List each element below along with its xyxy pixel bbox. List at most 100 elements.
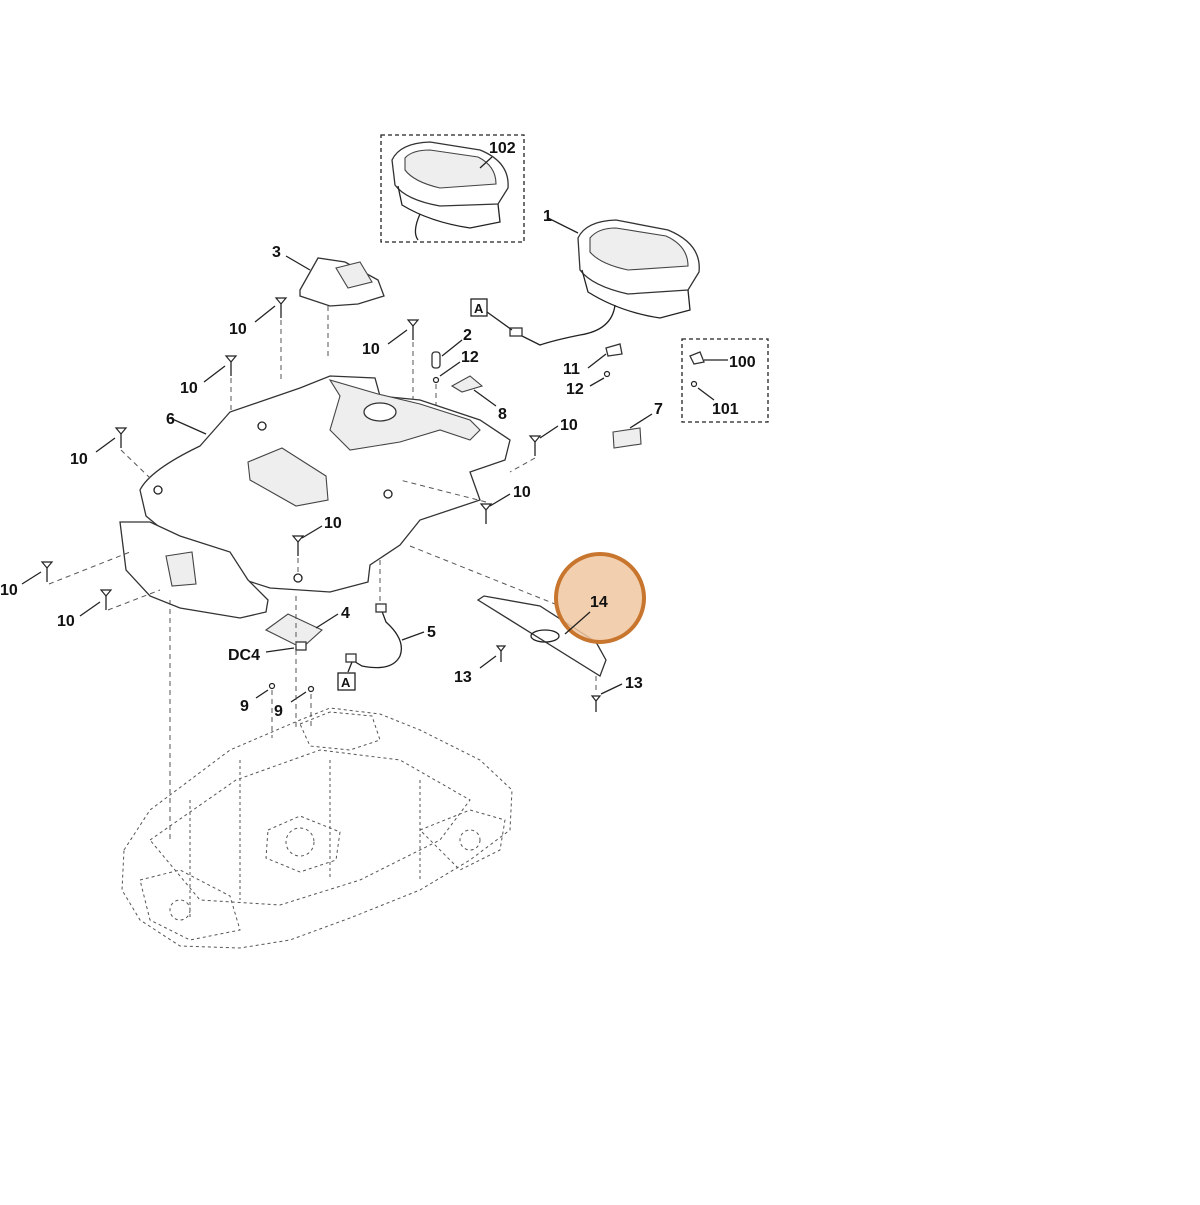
- highlight-circle-14[interactable]: [554, 552, 646, 644]
- part-1-group[interactable]: 1: [509, 208, 700, 346]
- part-11-leader: [587, 353, 607, 369]
- label-10e: 10: [560, 417, 578, 434]
- screw-10-d-head: [114, 427, 128, 435]
- part-7-label-tag: [612, 427, 642, 449]
- screw-10-i[interactable]: 10: [57, 589, 161, 630]
- part-5-cable: [351, 605, 403, 669]
- label-10f: 10: [513, 484, 531, 501]
- label-3: 3: [272, 244, 281, 261]
- part-3-bracket: [299, 257, 385, 307]
- part-8-group[interactable]: 8: [450, 375, 507, 423]
- screw-10-i-head: [99, 589, 113, 597]
- label-6: 6: [166, 411, 175, 428]
- part-3-group[interactable]: 3: [272, 244, 385, 360]
- screw-10-g-leader: [301, 525, 323, 539]
- part-5-connector-bottom: [345, 653, 357, 663]
- part-12a-screw: [432, 376, 440, 384]
- ref-a-bottom-box: [337, 672, 356, 691]
- chassis-wheel-right: [459, 829, 481, 851]
- label-9b: 9: [274, 703, 283, 720]
- label-dc4: DC4: [228, 647, 260, 664]
- ref-a-top-leader: [486, 311, 513, 331]
- alignment-lines: [169, 560, 381, 840]
- screw-10-a[interactable]: 10: [229, 297, 288, 382]
- screw-10-a-head: [274, 297, 288, 305]
- part-1-cable: [519, 304, 616, 346]
- part-4-board-connector: [295, 641, 307, 651]
- label-10i: 10: [57, 613, 75, 630]
- label-13a: 13: [454, 669, 472, 686]
- screw-9-a-head: [268, 682, 276, 690]
- label-102: 102: [489, 140, 516, 157]
- label-10d: 10: [70, 451, 88, 468]
- part-6-hole-1: [153, 485, 163, 495]
- screw-10-b[interactable]: 10: [362, 319, 420, 400]
- part-7-group[interactable]: 7: [612, 401, 663, 449]
- part-12a-group[interactable]: 12: [432, 349, 479, 420]
- label-5: 5: [427, 624, 436, 641]
- label-9a: 9: [240, 698, 249, 715]
- screw-10-h-head: [40, 561, 54, 569]
- screw-9-a[interactable]: 9: [240, 682, 276, 716]
- part-5-group[interactable]: 5: [345, 603, 436, 669]
- part-102-group[interactable]: 102: [380, 134, 525, 243]
- chassis-outline: [121, 707, 513, 949]
- chassis-phantom: [121, 707, 513, 949]
- screw-10-c[interactable]: 10: [180, 355, 238, 410]
- ref-a-top-text: A: [474, 301, 484, 316]
- part-100-clip: [689, 351, 705, 365]
- part-2-group[interactable]: 2: [431, 327, 472, 369]
- screw-10-b-head: [406, 319, 420, 327]
- part-3-bracket-face: [335, 261, 373, 289]
- label-101: 101: [712, 401, 739, 418]
- screw-10-c-head: [224, 355, 238, 363]
- screw-13-b[interactable]: 13: [590, 675, 643, 712]
- screw-10-d-leader: [95, 437, 116, 453]
- chassis-rear-right: [419, 809, 506, 871]
- screw-10-f[interactable]: 10: [399, 479, 531, 524]
- part-6-group[interactable]: 6: [139, 375, 511, 593]
- part-3-leader: [285, 255, 311, 271]
- part-4-circuit-board: [264, 613, 323, 649]
- part-11-group[interactable]: 11: [563, 343, 623, 378]
- part-1-display-base: [581, 269, 691, 319]
- part-12b-leader: [589, 377, 605, 387]
- chassis-rear-left: [139, 869, 241, 941]
- reference-a-bottom: A: [337, 661, 356, 691]
- screw-10-g[interactable]: 10: [291, 515, 342, 574]
- screw-9-a-leader: [255, 689, 269, 699]
- screw-10-a-leader: [254, 305, 276, 323]
- chassis-center-hub: [265, 815, 341, 873]
- part-1-connector: [509, 327, 523, 337]
- part-6-cover-recess: [247, 447, 329, 507]
- part-14-group[interactable]: 14: [409, 545, 646, 677]
- ref-a-bottom-text: A: [341, 675, 351, 690]
- screw-10-e[interactable]: 10: [509, 417, 578, 473]
- label-4: 4: [341, 605, 350, 622]
- part-102-dashed-box: [380, 134, 525, 243]
- part-12a-leader: [439, 361, 461, 377]
- ref-a-top-box: [470, 298, 488, 317]
- screw-13-a-leader: [479, 655, 497, 669]
- screw-13-a[interactable]: 13: [454, 645, 507, 686]
- part-12b-screw: [603, 370, 611, 378]
- screw-10-f-dash: [399, 479, 487, 503]
- chassis-front-housing: [299, 711, 381, 751]
- screw-10-h[interactable]: 10: [0, 551, 131, 599]
- part-101-screw: [690, 380, 698, 388]
- screw-10-d[interactable]: 10: [70, 427, 151, 479]
- part-100-101-group[interactable]: 100 101: [681, 338, 769, 423]
- screw-9-b[interactable]: 9: [274, 685, 315, 721]
- chassis-ribs: [189, 760, 421, 920]
- part-11-clip: [605, 343, 623, 357]
- bumper-cover-group[interactable]: [119, 521, 269, 619]
- part-12b-group[interactable]: 12: [566, 370, 611, 399]
- part-4-group[interactable]: 4 DC4: [228, 605, 350, 664]
- label-10b: 10: [362, 341, 380, 358]
- part-101-leader: [697, 387, 715, 401]
- screw-13-b-head: [590, 695, 602, 702]
- label-10h: 10: [0, 582, 18, 599]
- label-14: 14: [590, 594, 608, 611]
